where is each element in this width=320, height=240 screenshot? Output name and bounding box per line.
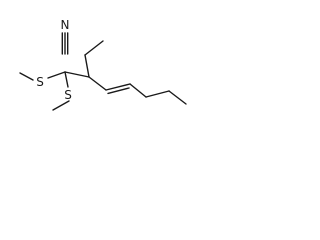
atom-label-sulfur-lower: S [64,88,72,102]
bond-c2-s-upper [47,71,66,79]
bond-s-upper-methyl [19,72,34,81]
bond-c6-c7 [145,90,170,98]
chemical-structure: N S S [19,18,187,111]
bond-c5-c6 [129,83,147,98]
bond-c2-s-lower [64,71,69,88]
bond-c2-c3 [64,71,90,78]
atom-label-nitrogen: N [61,18,70,32]
bond-c3-c4 [88,76,107,91]
double-bond-line-1 [105,83,131,91]
bond-ethyl-ch3 [84,40,104,56]
bond-s-lower-methyl [52,100,70,111]
bond-c7-c8 [168,90,187,105]
bond-c3-ethyl-ch2 [84,54,90,78]
double-bond-line-2 [107,87,130,95]
atom-label-sulfur-upper: S [36,75,44,89]
